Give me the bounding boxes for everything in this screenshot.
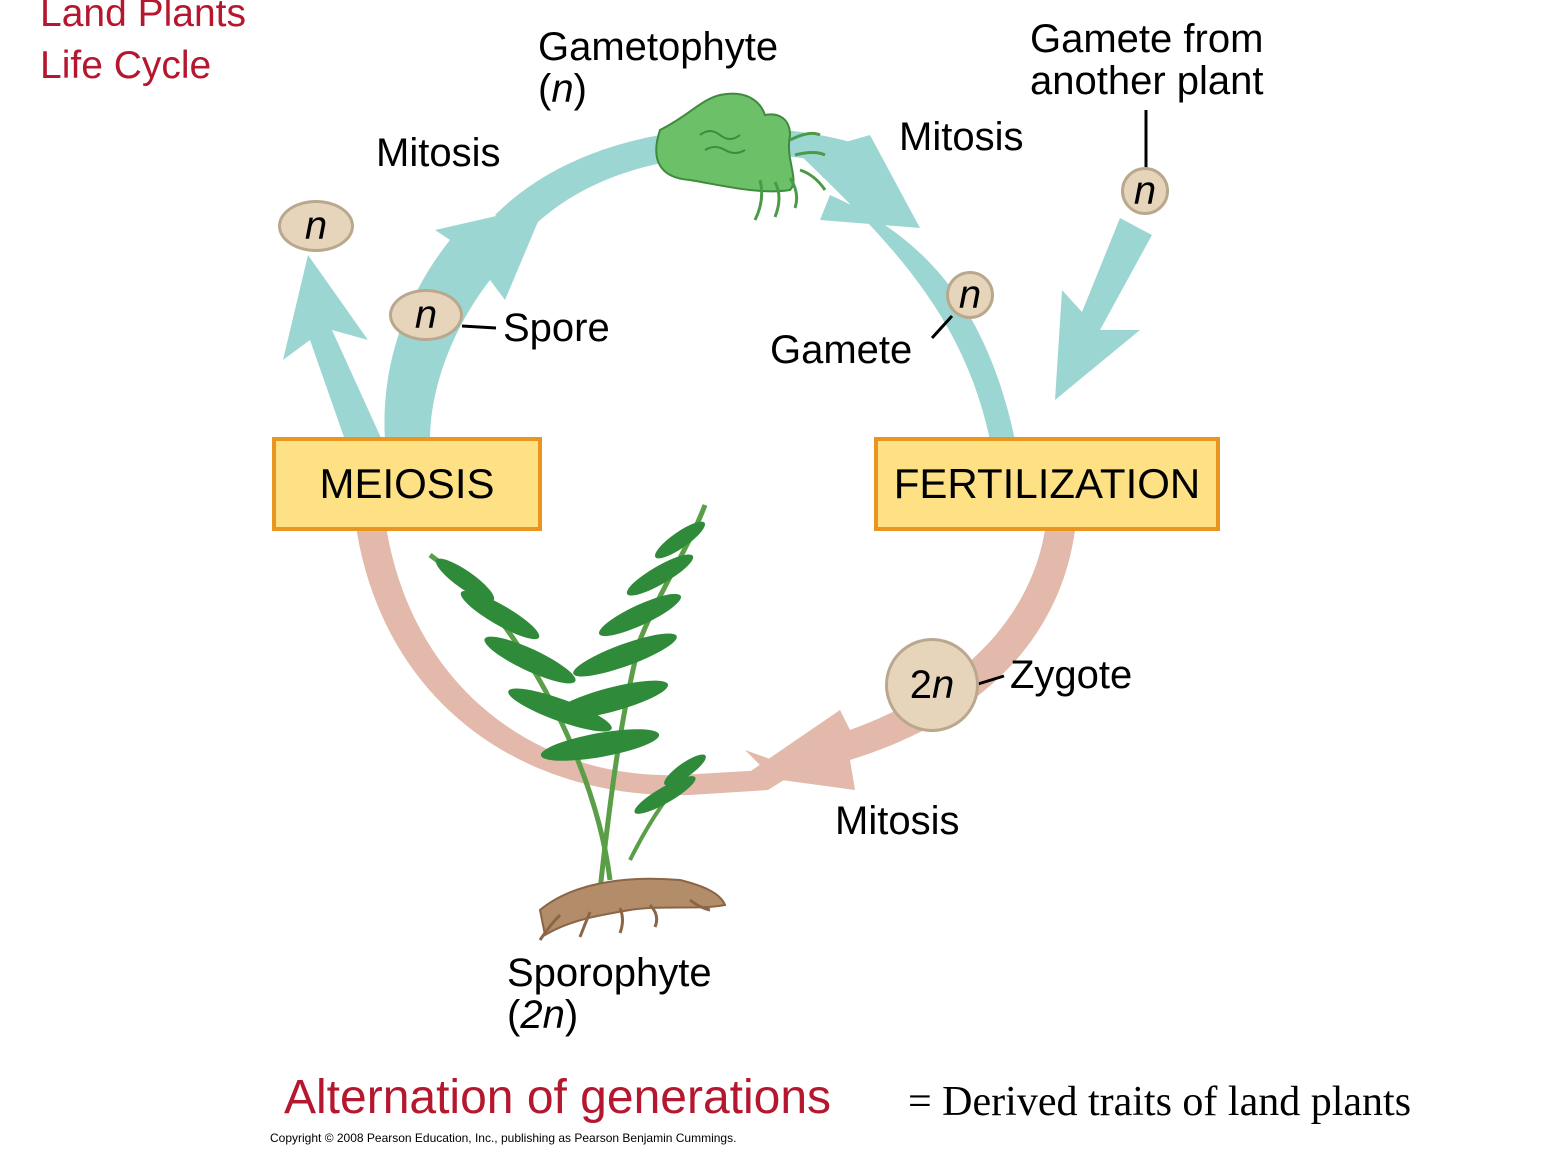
diploid-arc-right — [745, 530, 1075, 790]
sporophyte-ploidy: 2n — [520, 993, 565, 1037]
gametophyte-label: Gametophyte (n) — [538, 25, 779, 111]
title-line-1: Land Plants — [40, 0, 246, 35]
gamete-connector — [930, 314, 954, 340]
mitosis-bottom-label: Mitosis — [835, 799, 960, 843]
fertilization-box: FERTILIZATION — [874, 437, 1220, 531]
gametophyte-ploidy: n — [551, 67, 574, 111]
haploid-arc-right — [800, 135, 1015, 440]
meiosis-box: MEIOSIS — [272, 437, 542, 531]
alternation-of-generations-heading: Alternation of generations — [284, 1071, 832, 1124]
spore-connector — [461, 324, 497, 330]
spore-label: Spore — [503, 306, 610, 350]
haploid-arc-left — [384, 205, 545, 440]
page-title: Land Plants Life Cycle — [40, 0, 246, 92]
gamete-from-another-plant-label: Gamete from another plant — [1030, 17, 1264, 103]
zygote-label: Zygote — [1010, 653, 1133, 697]
copyright-notice: Copyright © 2008 Pearson Education, Inc.… — [270, 1131, 737, 1145]
gametophyte-illustration — [655, 92, 827, 221]
meiosis-up-arrow — [283, 255, 382, 440]
title-line-2: Life Cycle — [40, 44, 212, 87]
mitosis-right-label: Mitosis — [899, 115, 1024, 159]
sporophyte-label: Sporophyte (2n) — [507, 951, 712, 1037]
zygote-connector — [977, 674, 1005, 686]
gamete-cell: n — [946, 271, 994, 319]
gamete-label: Gamete — [770, 328, 913, 372]
haploid-cell-released: n — [278, 200, 354, 252]
derived-traits-caption: = Derived traits of land plants — [908, 1079, 1412, 1125]
sporophyte-illustration — [428, 504, 727, 941]
mitosis-left-label: Mitosis — [376, 131, 501, 175]
spore-cell: n — [389, 289, 463, 341]
other-plant-gamete-cell: n — [1121, 167, 1169, 215]
other-plant-arrow — [1055, 218, 1152, 400]
